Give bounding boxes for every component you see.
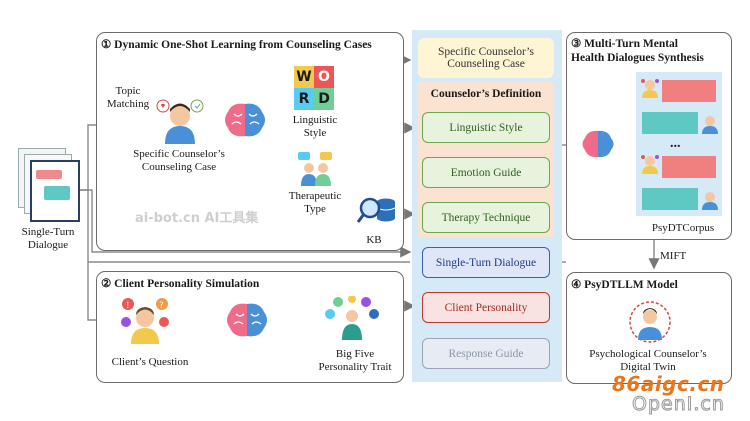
client-avatar-icon: ! ?: [120, 296, 170, 344]
single-turn-dialogue-icon: [18, 148, 80, 222]
big-five-person-icon: [322, 295, 382, 340]
svg-text:!: !: [126, 301, 130, 311]
site-watermark-openi: OpenI.cn: [632, 393, 725, 416]
brain-icon-2: [224, 300, 270, 340]
ellipsis-text: ...: [670, 136, 681, 151]
site-watermark-86aigc: 86aigc.cn: [612, 372, 725, 396]
response-guide-box: Response Guide: [422, 338, 550, 369]
client-personality-box: Client Personality: [422, 292, 550, 323]
psydtcorpus-label: PsyDTCorpus: [651, 222, 715, 234]
linguistic-style-box: Linguistic Style: [422, 112, 550, 143]
panel4-title: ④ PsyDTLLM Model: [571, 279, 678, 291]
mift-label: MIFT: [660, 250, 687, 262]
brain-icon-3: [580, 128, 616, 160]
brain-icon: [222, 100, 268, 140]
panel-dynamic-one-shot-learning: [96, 32, 404, 251]
counselor-avatar-small-icon-2: [700, 190, 720, 210]
digital-twin-icon: [628, 300, 672, 344]
svg-text:?: ?: [159, 301, 164, 311]
speaker-avatar-icon-2: [640, 154, 660, 174]
teal-message-bubble: [642, 112, 698, 134]
teal-message-bubble-2: [642, 188, 698, 210]
emotion-guide-box: Emotion Guide: [422, 157, 550, 188]
counselor-avatar-small-icon: [700, 114, 720, 134]
clients-question-label: Client’s Question: [111, 356, 189, 368]
word-puzzle-icon: W O R D: [294, 66, 334, 110]
panel2-title: ② Client Personality Simulation: [101, 278, 260, 290]
single-turn-dialogue-box: Single-Turn Dialogue: [422, 247, 550, 278]
aibot-watermark: ai-bot.cn AI工具集: [135, 211, 259, 226]
therapy-technique-box: Therapy Technique: [422, 202, 550, 233]
kb-search-icon: [356, 192, 396, 232]
therapy-people-icon: [296, 150, 336, 186]
counselor-avatar-icon: [155, 98, 205, 144]
speaker-avatar-icon: [640, 78, 660, 98]
panel1-title: ① Dynamic One-Shot Learning from Counsel…: [101, 39, 372, 51]
pink-message-bubble-2: [662, 156, 716, 178]
pink-message-bubble: [662, 80, 716, 102]
kb-label: KB: [366, 234, 382, 246]
counselor-definition-title: Counselor’s Definition: [430, 88, 542, 100]
